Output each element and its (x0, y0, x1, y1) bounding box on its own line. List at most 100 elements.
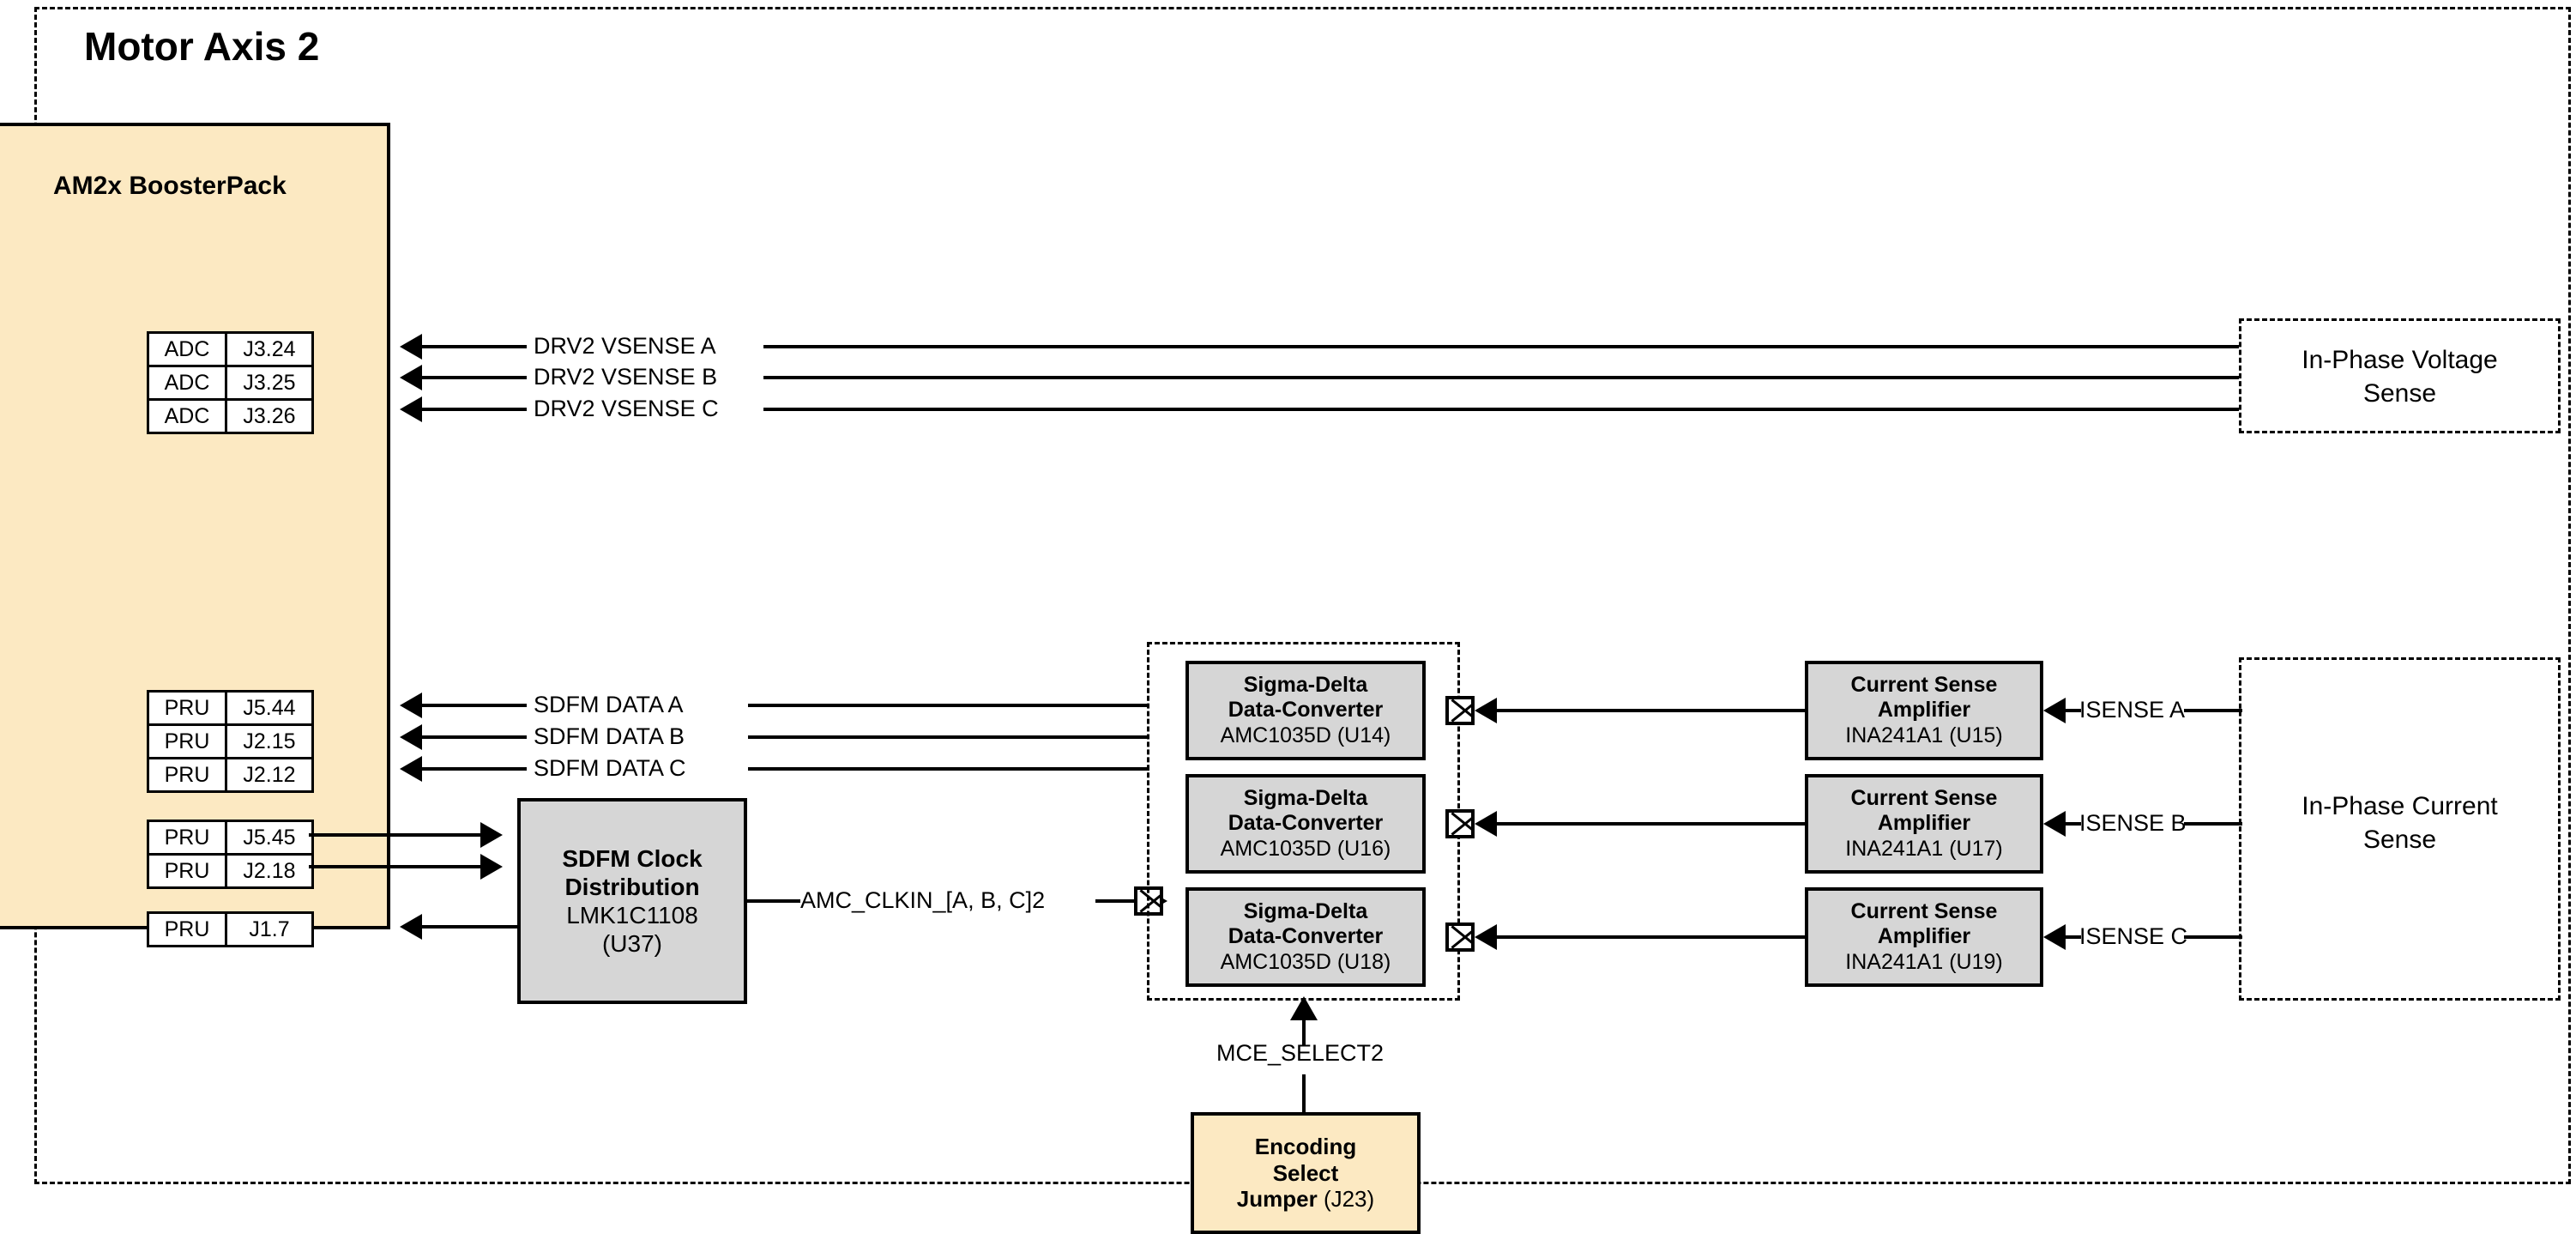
pru-feedback-pin: J1.7 (249, 916, 290, 941)
csa0-title-2: Amplifier (1877, 698, 1971, 723)
voltage-sense-line2: Sense (2362, 379, 2437, 408)
adc-arrow-c (400, 396, 422, 422)
pru-clock-port-1: PRU (149, 856, 227, 886)
sigma-delta-converter-2: Sigma-Delta Data-Converter AMC1035D (U18… (1185, 887, 1426, 987)
csa0-title-1: Current Sense (1850, 672, 1998, 697)
table-row[interactable]: PRU J5.44 (147, 690, 314, 726)
sd2-title-2: Data-Converter (1228, 924, 1384, 949)
pru-data-port-1: PRU (149, 726, 227, 757)
pru-clock-port-0: PRU (149, 822, 227, 853)
sdfm-wire-b-left (422, 735, 527, 739)
am2x-boosterpack-block (0, 123, 390, 929)
sd2-part: AMC1035D (U18) (1220, 949, 1391, 974)
isense-filter-icon-b (1445, 809, 1475, 838)
sdfm-arrow-b (400, 724, 422, 750)
mce-select-arrow (1290, 996, 1318, 1020)
jumper-line3: Jumper (J23) (1237, 1186, 1374, 1213)
adc-pin-table: ADC J3.24 ADC J3.25 ADC J3.26 (147, 331, 314, 434)
adc-port-1: ADC (149, 367, 227, 398)
in-phase-voltage-sense-group (2239, 318, 2561, 433)
table-row[interactable]: PRU J2.15 (147, 726, 314, 759)
csa-to-sd-arrow-b (1475, 811, 1497, 837)
csa1-title-1: Current Sense (1850, 785, 1998, 810)
sd2-title-1: Sigma-Delta (1243, 898, 1368, 923)
pru-clock-arrow-0 (480, 822, 503, 848)
isense-filter-icon-c (1445, 922, 1475, 952)
current-sense-amplifier-2: Current Sense Amplifier INA241A1 (U19) (1805, 887, 2043, 987)
table-row[interactable]: PRU J2.18 (147, 856, 314, 889)
table-row[interactable]: ADC J3.26 (147, 401, 314, 434)
table-row[interactable]: PRU J2.12 (147, 759, 314, 793)
adc-pin-1: J3.25 (243, 370, 296, 395)
mce-select-label: MCE_SELECT2 (1216, 1040, 1385, 1066)
isense-wire-c-right (2184, 935, 2242, 939)
csa1-part: INA241A1 (U17) (1845, 836, 2003, 861)
csa-to-sd-wire-a (1497, 709, 1805, 712)
clock-dist-part: LMK1C1108 (566, 902, 698, 929)
pru-data-pin-table: PRU J5.44 PRU J2.15 PRU J2.12 (147, 690, 314, 793)
pru-feedback-arrow (400, 914, 422, 940)
clock-dist-title-1: SDFM Clock (562, 844, 703, 872)
jumper-designator: (J23) (1317, 1186, 1375, 1213)
sd1-title-1: Sigma-Delta (1243, 785, 1368, 810)
pru-data-pin-1: J2.15 (243, 729, 296, 753)
pru-feedback-wire (422, 925, 520, 929)
jumper-line1: Encoding (1254, 1133, 1357, 1159)
csa0-part: INA241A1 (U15) (1845, 723, 2003, 747)
boosterpack-label: AM2x BoosterPack (53, 172, 287, 200)
pru-clock-pin-table: PRU J5.45 PRU J2.18 (147, 820, 314, 889)
sdfm-wire-a-right (748, 704, 1149, 707)
sdfm-clock-distribution-block: SDFM Clock Distribution LMK1C1108 (U37) (517, 798, 747, 1004)
isense-wire-a-right (2184, 709, 2242, 712)
table-row[interactable]: ADC J3.24 (147, 331, 314, 367)
clock-dist-designator: (U37) (601, 930, 662, 958)
pru-feedback-pin-table: PRU J1.7 (147, 911, 314, 947)
adc-pin-2: J3.26 (243, 403, 296, 428)
pru-data-port-2: PRU (149, 759, 227, 790)
sd1-part: AMC1035D (U16) (1220, 836, 1391, 861)
table-row[interactable]: ADC J3.25 (147, 367, 314, 401)
sdfm-arrow-c (400, 756, 422, 782)
csa2-part: INA241A1 (U19) (1845, 949, 2003, 974)
table-row[interactable]: PRU J1.7 (147, 911, 314, 947)
adc-wire-a-left (422, 345, 527, 348)
sdfm-signal-b: SDFM DATA B (534, 723, 685, 749)
pru-clock-arrow-1 (480, 854, 503, 880)
in-phase-current-sense-group (2239, 657, 2561, 1001)
amc-clkin-wire-right (1095, 899, 1155, 903)
page-title: Motor Axis 2 (84, 24, 320, 69)
amc-clkin-label: AMC_CLKIN_[A, B, C]2 (800, 887, 1046, 913)
amc-clkin-wire-left (747, 899, 800, 903)
isense-wire-a-left (2066, 709, 2081, 712)
adc-wire-c-right (763, 408, 2239, 411)
encoding-select-jumper-block[interactable]: Encoding Select Jumper (J23) (1191, 1112, 1421, 1234)
adc-signal-b: DRV2 VSENSE B (534, 364, 718, 390)
current-sense-amplifier-0: Current Sense Amplifier INA241A1 (U15) (1805, 661, 2043, 760)
isense-label-a: ISENSE A (2079, 697, 2186, 723)
clock-dist-title-2: Distribution (564, 873, 700, 900)
adc-pin-0: J3.24 (243, 336, 296, 361)
isense-arrow-a (2043, 698, 2066, 723)
table-row[interactable]: PRU J5.45 (147, 820, 314, 856)
jumper-line2: Select (1272, 1159, 1339, 1186)
adc-wire-b-right (763, 376, 2239, 379)
csa-to-sd-arrow-a (1475, 698, 1497, 723)
sigma-delta-converter-0: Sigma-Delta Data-Converter AMC1035D (U14… (1185, 661, 1426, 760)
sd0-title-1: Sigma-Delta (1243, 672, 1368, 697)
adc-arrow-a (400, 334, 422, 360)
voltage-sense-label: In-Phase Voltage Sense (2252, 343, 2548, 410)
mce-select-wire-upper (1302, 1018, 1306, 1045)
pru-clock-pin-1: J2.18 (243, 858, 296, 883)
sdfm-signal-a: SDFM DATA A (534, 692, 684, 717)
pru-clock-wire-0 (309, 833, 480, 837)
pru-feedback-port: PRU (149, 914, 227, 945)
adc-signal-a: DRV2 VSENSE A (534, 333, 716, 359)
adc-wire-a-right (763, 345, 2239, 348)
isense-label-c: ISENSE C (2079, 923, 2188, 949)
isense-wire-c-left (2066, 935, 2081, 939)
sdfm-wire-c-left (422, 767, 527, 771)
pru-clock-pin-0: J5.45 (243, 825, 296, 850)
isense-label-b: ISENSE B (2079, 810, 2187, 836)
isense-arrow-c (2043, 924, 2066, 950)
adc-port-0: ADC (149, 334, 227, 365)
